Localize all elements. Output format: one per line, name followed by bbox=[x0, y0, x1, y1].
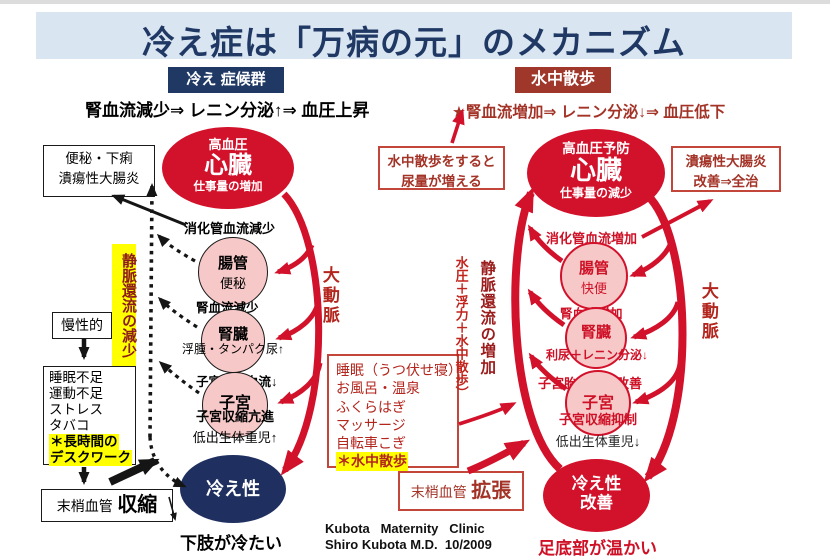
colitis-box: 潰瘍性大腸炎 改善⇒全治 bbox=[671, 146, 781, 192]
right-pressure-vertical: 水圧＋浮力＋水中散歩） bbox=[453, 256, 469, 399]
left-aorta-branch-kidney bbox=[275, 302, 321, 341]
lifestyle-item: 睡眠不足 bbox=[49, 370, 103, 385]
right-vessel-state: 拡張 bbox=[471, 480, 512, 502]
chronic-label: 慢性的 bbox=[61, 317, 103, 333]
right-gut-name: 腸管 bbox=[578, 260, 609, 277]
remedy-item: マッサージ bbox=[336, 416, 406, 433]
left-cold-label: 冷え性 bbox=[206, 479, 260, 499]
left-kidney-note: 浮腫・タンパク尿↑ bbox=[181, 342, 284, 356]
left-heart-bottom: 仕事量の増加 bbox=[193, 181, 263, 194]
right-gut-note: 快便 bbox=[580, 281, 607, 296]
right-gut-label: 消化管血流増加 bbox=[546, 231, 638, 246]
urine-box: 水中散歩をすると 尿量が増える bbox=[378, 146, 505, 190]
left-kidney-name: 腎臓 bbox=[217, 326, 248, 343]
page-title: 冷え症は「万病の元」のメカニズム bbox=[142, 24, 686, 61]
right-uterus-note: 子宮収縮抑制 bbox=[558, 412, 637, 427]
right-heart-top: 高血圧予防 bbox=[562, 141, 630, 156]
left-uterus-note: 子宮収縮亢進 bbox=[195, 409, 274, 424]
remedy-item-highlight: ＊水中散歩 bbox=[336, 452, 408, 471]
right-kidney-circle: 腎臓 bbox=[565, 307, 627, 369]
left-kidney-circle: 腎臓 bbox=[201, 309, 265, 373]
right-heart-ellipse: 高血圧予防 心臓 仕事量の減少 bbox=[527, 129, 665, 217]
right-heart-bottom: 仕事量の減少 bbox=[559, 186, 632, 201]
lifestyle-item: 運動不足 bbox=[49, 386, 103, 401]
left-uterus-circle: 子宮 bbox=[202, 372, 268, 438]
left-gut-label: 消化管血流減少 bbox=[184, 221, 276, 236]
left-gut-name: 腸管 bbox=[217, 255, 248, 272]
left-venous-vertical: 静脈還流の減少 bbox=[112, 244, 137, 366]
right-badge: 水中散歩 bbox=[515, 67, 611, 93]
right-uterus-circle: 子宮 bbox=[565, 370, 631, 436]
right-aorta-branch-kidney bbox=[630, 301, 681, 340]
colitis-line2: 改善⇒全治 bbox=[693, 173, 759, 189]
gut-to-constipation-arrow bbox=[111, 194, 187, 227]
urine-line1: 水中散歩をすると bbox=[387, 154, 496, 169]
right-aorta-branch-gut bbox=[629, 239, 675, 278]
right-cold-line2: 改善 bbox=[580, 494, 613, 512]
right-aorta-vertical: 大動脈 bbox=[698, 282, 718, 342]
right-venous-vertical: 静脈還流の増加 bbox=[478, 260, 496, 376]
left-subtitle: 腎血流減少⇒ レニン分泌↑⇒ 血圧上昇 bbox=[85, 101, 370, 120]
right-subtitle: ★腎血流増加⇒ レニン分泌↓⇒ 血圧低下 bbox=[452, 104, 726, 121]
right-kidney-name: 腎臓 bbox=[580, 324, 611, 341]
chronic-box: 慢性的 bbox=[52, 312, 112, 339]
left-heart-top: 高血圧 bbox=[208, 137, 248, 152]
left-low-birth: 低出生体重児↑ bbox=[192, 430, 278, 445]
vessel-join-thick-arrow bbox=[466, 439, 531, 475]
left-aorta-vertical: 大動脈 bbox=[319, 266, 339, 326]
left-dashed-kidney-arrow bbox=[157, 296, 198, 329]
left-dashed-gut-arrow bbox=[156, 233, 196, 263]
right-heart-main: 心臓 bbox=[569, 155, 622, 185]
right-aorta-branch-uterus bbox=[632, 363, 683, 405]
lifestyle-item: ストレス bbox=[49, 402, 103, 417]
credit-line2: Shiro Kubota M.D. 10/2009 bbox=[325, 536, 492, 552]
left-gut-circle: 腸管 便秘 bbox=[198, 237, 268, 307]
left-aorta-branch-uterus bbox=[277, 362, 323, 405]
left-cold-note: 下肢が冷たい bbox=[180, 534, 282, 553]
right-uterus-name: 子宮 bbox=[581, 395, 614, 412]
left-dotted-venous-line bbox=[146, 183, 158, 438]
left-vessel-box: 末梢血管 収縮 bbox=[41, 489, 173, 522]
credit-line1: Kubota Maternity Clinic bbox=[325, 521, 485, 536]
right-vessel-box: 末梢血管 拡張 bbox=[398, 471, 524, 511]
page-edge-top bbox=[0, 0, 830, 4]
lifestyle-item: タバコ bbox=[49, 418, 90, 433]
left-vessel-label: 末梢血管 bbox=[56, 498, 113, 514]
left-vessel-state: 収縮 bbox=[117, 494, 158, 516]
right-cold-line1: 冷え性 bbox=[571, 475, 622, 493]
title-band: 冷え症は「万病の元」のメカニズム bbox=[36, 12, 792, 61]
left-cold-ellipse: 冷え性 bbox=[180, 455, 286, 523]
urine-line2: 尿量が増える bbox=[401, 173, 482, 189]
left-heart-ellipse: 高血圧 心臓 仕事量の増加 bbox=[162, 127, 294, 209]
left-heart-main: 心臓 bbox=[204, 152, 252, 179]
credit-block: Kubota Maternity Clinic Shiro Kubota M.D… bbox=[325, 521, 492, 552]
remedy-item: お風呂・温泉 bbox=[336, 380, 420, 397]
lifestyle-item-highlight: ＊長時間の bbox=[49, 434, 119, 450]
right-cold-ellipse: 冷え性 改善 bbox=[543, 459, 650, 532]
left-uterus-name: 子宮 bbox=[218, 395, 251, 412]
constipation-line1: 便秘・下痢 bbox=[65, 151, 133, 166]
remedy-item: ふくらはぎ bbox=[336, 398, 406, 415]
left-badge: 冷え 症候群 bbox=[168, 67, 284, 93]
left-dashed-uterus-arrow bbox=[158, 360, 200, 395]
right-venous-branch-kidney bbox=[527, 288, 566, 328]
remedies-box: 睡眠（うつ伏せ寝） お風呂・温泉 ふくらはぎ マッサージ 自転車こぎ ＊水中散歩 bbox=[327, 354, 462, 471]
lifestyle-box: 睡眠不足 運動不足 ストレス タバコ ＊長時間の デスクワーク bbox=[43, 366, 136, 466]
constipation-line2: 潰瘍性大腸炎 bbox=[58, 170, 140, 186]
right-low-birth: 低出生体重児↓ bbox=[555, 434, 641, 449]
left-badge-label: 冷え 症候群 bbox=[186, 71, 266, 88]
colitis-line1: 潰瘍性大腸炎 bbox=[685, 154, 767, 169]
right-gut-circle: 腸管 快便 bbox=[560, 242, 628, 310]
left-gut-note: 便秘 bbox=[219, 276, 246, 291]
lifestyle-item-highlight: デスクワーク bbox=[49, 450, 132, 466]
left-aorta-branch-gut bbox=[274, 243, 315, 275]
remedy-item: 自転車こぎ bbox=[336, 435, 406, 452]
right-cold-note: 足底部が温かい bbox=[538, 539, 657, 558]
right-vessel-label: 末梢血管 bbox=[410, 484, 467, 500]
remedy-item: 睡眠（うつ伏せ寝） bbox=[336, 362, 462, 378]
colitis-arrow bbox=[641, 199, 714, 239]
right-badge-label: 水中散歩 bbox=[530, 71, 595, 88]
constipation-box: 便秘・下痢 潰瘍性大腸炎 bbox=[43, 145, 155, 197]
right-kidney-note: 利尿＋レニン分泌↓ bbox=[545, 348, 648, 362]
